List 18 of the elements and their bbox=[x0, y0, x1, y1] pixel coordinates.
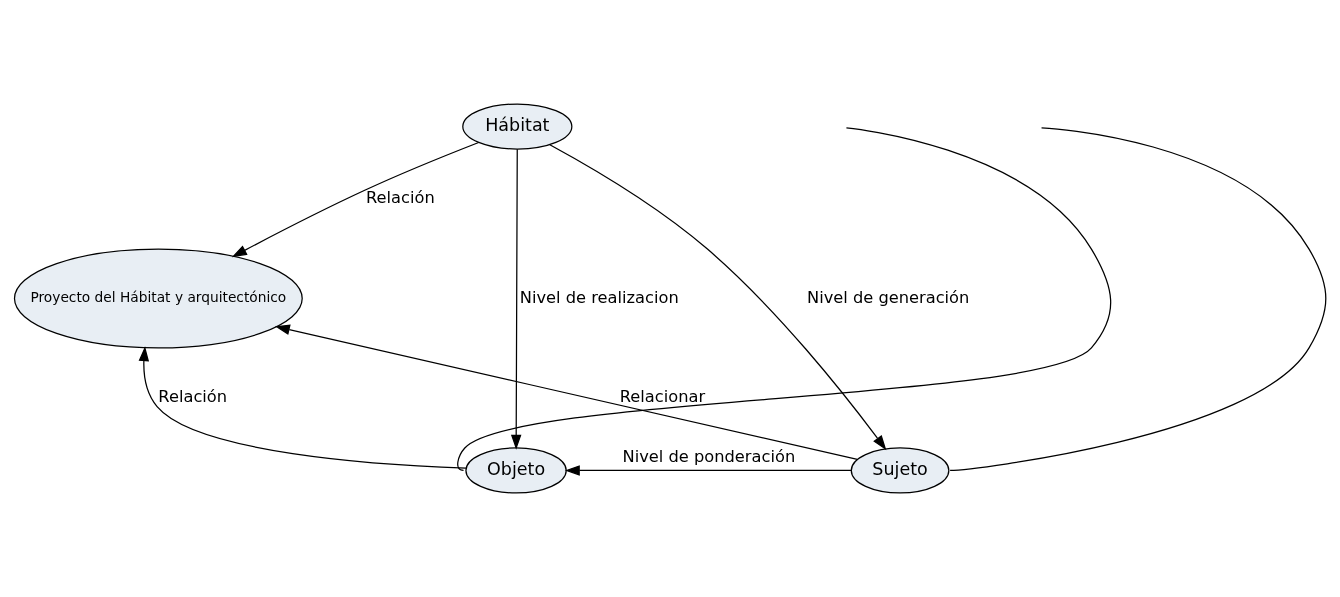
node-ellipse: Proyecto del Hábitat y arquitectónico bbox=[13, 248, 303, 349]
edge-label: Relacionar bbox=[619, 387, 706, 407]
arrow bbox=[138, 346, 467, 469]
node-ellipse: Sujeto bbox=[850, 447, 950, 494]
node-ellipse: Objeto bbox=[465, 447, 567, 494]
arrow bbox=[231, 141, 480, 258]
arrow bbox=[549, 144, 887, 451]
edge-label: Relación bbox=[158, 387, 228, 407]
arrow bbox=[274, 324, 858, 461]
arrow bbox=[564, 465, 852, 476]
connector bbox=[457, 127, 1112, 472]
connector bbox=[949, 127, 1327, 472]
arrow bbox=[510, 148, 522, 450]
edge-label: Nivel de generación bbox=[806, 287, 970, 307]
edge-label: Relación bbox=[366, 188, 435, 208]
edge-label: Nivel de realizacion bbox=[519, 287, 679, 307]
node-ellipse: Hábitat bbox=[462, 103, 573, 150]
edge-label: Nivel de ponderación bbox=[622, 447, 796, 467]
